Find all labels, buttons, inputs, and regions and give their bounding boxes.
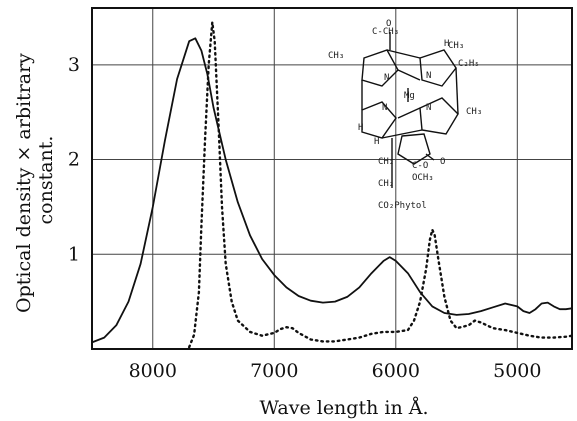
struct-label: N <box>426 103 431 113</box>
struct-label: C₂H₅ <box>458 59 480 69</box>
plot-frame <box>91 7 573 350</box>
y-axis-title-line1: Optical density × arbitrary <box>13 53 35 313</box>
struct-label: H <box>374 137 379 147</box>
y-axis-title-line2: constant. <box>35 136 57 225</box>
struct-label: O <box>386 19 391 29</box>
x-tick-label: 6000 <box>372 360 420 382</box>
struct-label: H <box>444 39 449 49</box>
struct-label: Mg <box>404 91 415 101</box>
y-tick-label: 2 <box>68 149 80 171</box>
struct-label: O <box>440 157 445 167</box>
struct-label: CH₂ <box>378 157 394 167</box>
struct-label: CO₂Phytol <box>378 201 427 211</box>
struct-label: CH₃ <box>466 107 482 117</box>
x-tick-label: 7000 <box>250 360 298 382</box>
y-tick-label: 1 <box>68 243 80 265</box>
y-tick-label: 3 <box>68 54 80 76</box>
struct-label: N <box>384 73 389 83</box>
structure-labels: O C-CH₃ CH₃ CH₃ C₂H₅ N N N N Mg H H CH₃ … <box>328 19 482 211</box>
struct-label: CH₃ <box>448 41 464 51</box>
struct-label: CH₂ <box>378 179 394 189</box>
struct-label: N <box>426 71 431 81</box>
x-tick-label: 8000 <box>129 360 177 382</box>
chlorophyll-structure-inset: O C-CH₃ CH₃ CH₃ C₂H₅ N N N N Mg H H CH₃ … <box>328 19 482 211</box>
series-line-solid <box>91 37 573 344</box>
struct-label: C-O <box>412 161 428 171</box>
tick-layer: 1 2 3 8000 7000 6000 5000 <box>68 54 542 382</box>
series-layer <box>91 21 574 349</box>
x-axis-title: Wave length in Å. <box>260 397 429 419</box>
x-tick-label: 5000 <box>493 360 541 382</box>
struct-label: C-CH₃ <box>372 27 399 37</box>
structure-drawing <box>361 32 459 188</box>
struct-label: H <box>358 123 363 133</box>
struct-label: OCH₃ <box>412 173 434 183</box>
struct-label: CH₃ <box>328 51 344 61</box>
struct-label: N <box>382 103 387 113</box>
series-line-dotted <box>187 21 574 349</box>
y-axis-title: Optical density × arbitrary constant. <box>13 47 57 313</box>
